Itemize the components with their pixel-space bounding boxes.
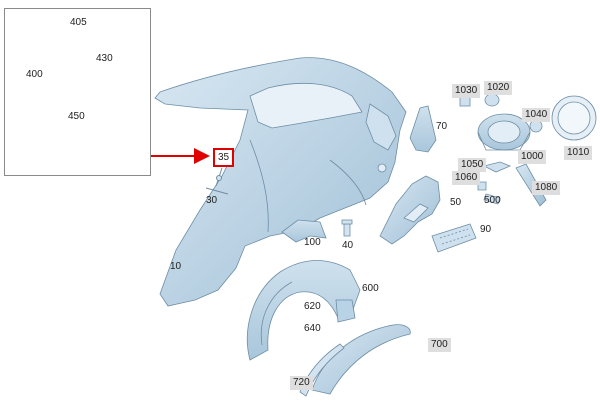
wheelhouse-liner-part xyxy=(247,260,361,361)
inset-detail-box xyxy=(4,8,151,176)
bracket-part-70 xyxy=(409,105,437,153)
callout-1020: 1020 xyxy=(484,81,513,95)
callout-10: 10 xyxy=(170,261,182,272)
callout-90: 90 xyxy=(480,224,492,235)
quarter-panel-part xyxy=(154,57,407,307)
vent-grille-part-90 xyxy=(431,223,477,253)
wheel-arch-trim-part xyxy=(299,324,411,397)
callout-405: 405 xyxy=(70,17,87,28)
callout-70: 70 xyxy=(436,121,448,132)
clip-part-35 xyxy=(205,167,229,195)
callout-40: 40 xyxy=(342,240,354,251)
clip-part-40 xyxy=(341,219,353,237)
inner-panel-part-50 xyxy=(379,175,441,245)
callout-720: 720 xyxy=(290,376,313,390)
fuel-flap-part xyxy=(551,95,597,141)
callout-1040: 1040 xyxy=(522,108,551,122)
callout-1060: 1060 xyxy=(452,171,481,185)
callout-30: 30 xyxy=(206,195,218,206)
bracket-part-100 xyxy=(281,219,327,243)
callout-620: 620 xyxy=(304,301,321,312)
callout-1050: 1050 xyxy=(458,158,487,172)
callout-500: 500 xyxy=(484,195,501,206)
callout-400: 400 xyxy=(26,69,43,80)
small-parts-fuel xyxy=(459,93,543,205)
callout-600: 600 xyxy=(362,283,379,294)
callout-700: 700 xyxy=(428,338,451,352)
callout-35-highlighted[interactable]: 35 xyxy=(213,148,235,167)
callout-1000: 1000 xyxy=(518,150,547,164)
callout-1030: 1030 xyxy=(452,84,481,98)
callout-50: 50 xyxy=(450,197,462,208)
callout-1080: 1080 xyxy=(532,181,561,195)
callout-1010: 1010 xyxy=(564,146,593,160)
callout-450: 450 xyxy=(68,111,85,122)
fuel-filler-housing-part xyxy=(477,113,531,151)
callout-100: 100 xyxy=(304,237,321,248)
callout-640: 640 xyxy=(304,323,321,334)
callout-430: 430 xyxy=(96,53,113,64)
